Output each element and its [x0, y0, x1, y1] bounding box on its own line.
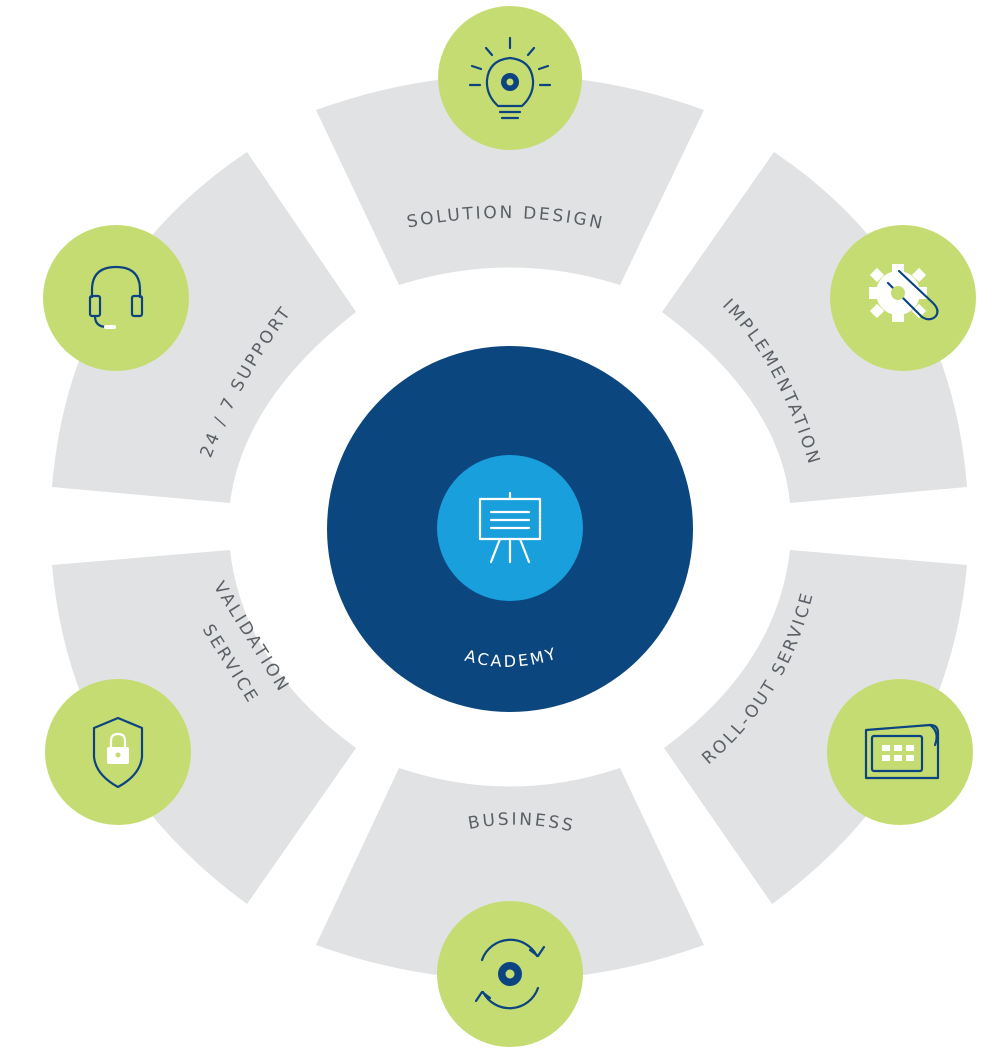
lightbulb-gear-icon [438, 6, 582, 150]
gear-cycle-icon [437, 901, 583, 1047]
presentation-board-icon [478, 491, 542, 564]
gear-wrench-icon [830, 225, 976, 371]
segment-business [316, 768, 704, 980]
icon-circles [43, 6, 976, 1047]
segment-24-7-support [52, 152, 356, 503]
segment-roll-out-service [664, 550, 967, 904]
center-hub: ACADEMY [327, 346, 693, 712]
shield-lock-icon [45, 679, 191, 825]
ring-segments [52, 75, 967, 980]
tablet-blueprint-icon [827, 679, 973, 825]
segment-solution-design [316, 75, 704, 285]
headset-icon [43, 225, 189, 371]
segment-validation-service [52, 550, 356, 904]
segment-implementation [662, 152, 967, 503]
